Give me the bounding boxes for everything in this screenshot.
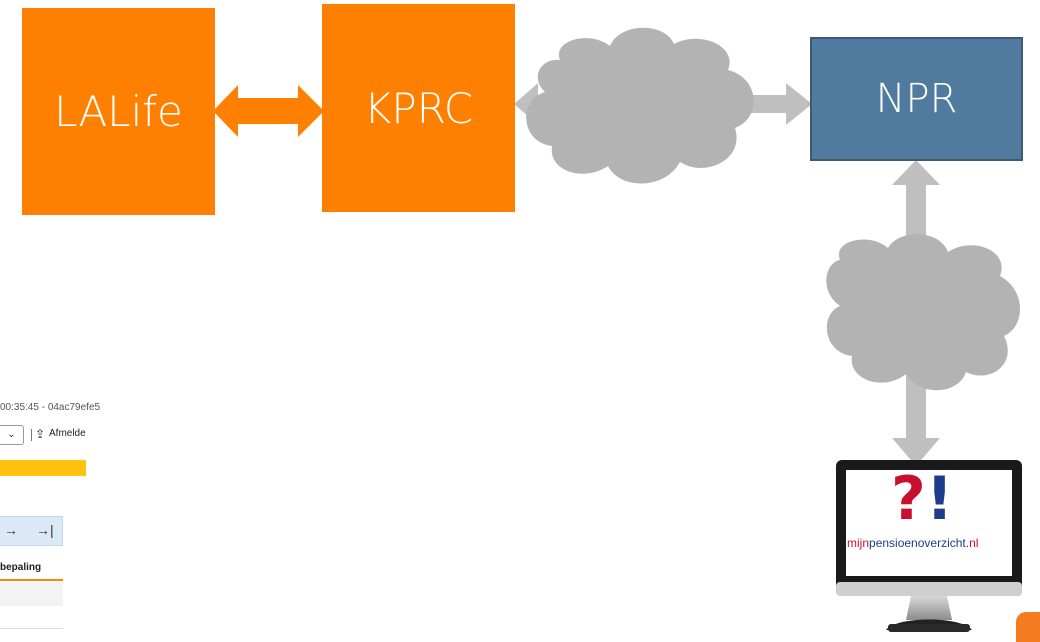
site-mid: pensioenoverzicht bbox=[869, 536, 966, 550]
logout-icon[interactable]: ⇪ bbox=[35, 427, 46, 441]
session-timestamp: 00:35:45 - 04ac79efe5 bbox=[0, 402, 101, 413]
npr-node: NPR bbox=[810, 37, 1023, 161]
toolbar-divider bbox=[31, 429, 32, 441]
site-suffix: .nl bbox=[965, 536, 979, 550]
connectors-layer bbox=[213, 27, 1021, 466]
last-arrow-icon[interactable]: →| bbox=[36, 522, 54, 538]
question-mark: ? bbox=[891, 464, 926, 534]
site-prefix: mijn bbox=[847, 536, 870, 550]
npr-label: NPR bbox=[875, 76, 958, 122]
chevron-down-icon[interactable]: ⌄ bbox=[0, 425, 24, 445]
yellow-banner bbox=[0, 460, 86, 476]
slide-corner-accent bbox=[1016, 612, 1040, 642]
lalife-label: LALife bbox=[54, 87, 183, 136]
question-exclamation-logo: ?! bbox=[891, 468, 953, 530]
lalife-node: LALife bbox=[22, 8, 215, 215]
table-header-row bbox=[0, 582, 63, 606]
app-toolbar: ⌄ ⇪ Afmelde bbox=[0, 425, 86, 445]
monitor: ?! mijnpensioenoverzicht.nl bbox=[836, 460, 1026, 634]
internet-cloud-bottom bbox=[826, 234, 1021, 391]
pager-nav: → →| bbox=[0, 516, 63, 546]
lalife-kprc-double-arrow bbox=[213, 85, 324, 137]
monitor-screen: ?! mijnpensioenoverzicht.nl bbox=[846, 468, 1012, 576]
embedded-app-screenshot: 00:35:45 - 04ac79efe5 ⌄ ⇪ Afmelde → →| b… bbox=[0, 398, 100, 634]
table-row-divider bbox=[0, 628, 63, 629]
exclamation-mark: ! bbox=[925, 464, 954, 534]
site-name: mijnpensioenoverzicht.nl bbox=[847, 536, 978, 550]
internet-cloud-top bbox=[526, 27, 754, 184]
kprc-node: KPRC bbox=[322, 4, 515, 212]
kprc-label: KPRC bbox=[363, 83, 474, 133]
active-tab-underline bbox=[0, 579, 63, 581]
logout-link[interactable]: Afmelde bbox=[49, 428, 86, 439]
tab-bepaling[interactable]: bepaling bbox=[0, 562, 42, 573]
next-arrow-icon[interactable]: → bbox=[4, 522, 18, 538]
